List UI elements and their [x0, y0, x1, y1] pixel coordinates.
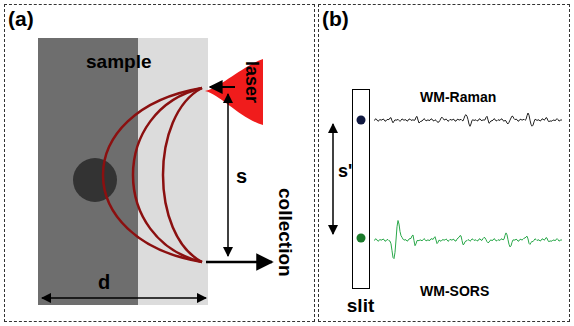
sors-spectrum: [374, 221, 562, 259]
photon-path: [103, 88, 202, 262]
panel-label: (a): [8, 8, 34, 29]
annotation-label: WM-SORS: [420, 284, 489, 298]
part-label: slit: [347, 296, 374, 315]
raman-spectrum: [374, 113, 562, 126]
sample-slab: sample: [38, 38, 208, 305]
depth-dimension: [42, 297, 206, 299]
offset-dimension: [227, 94, 229, 256]
panel-label: (b): [322, 8, 349, 29]
fiber-dot: [357, 234, 366, 243]
collection-arrow: [206, 261, 272, 264]
panel: (b) slit: [318, 4, 570, 322]
annotation-label: s': [338, 162, 352, 180]
inclusion: [73, 158, 117, 202]
laser-beam: laser: [201, 57, 263, 127]
annotation-label: s: [236, 166, 247, 186]
annotation-label: d: [98, 272, 110, 292]
photon-path: [133, 88, 202, 262]
fiber-dot: [357, 116, 366, 125]
laser-cone-shape: [205, 59, 263, 125]
panel: (a) sample laser: [4, 4, 315, 322]
part-label: sample: [86, 52, 151, 71]
annotation-label: WM-Raman: [420, 90, 496, 104]
annotation-label: collection: [276, 188, 295, 277]
part-label: laser: [243, 61, 261, 103]
photon-path: [163, 88, 202, 262]
laser-arrow: [210, 86, 235, 88]
slit-offset-dimension: [332, 124, 334, 234]
